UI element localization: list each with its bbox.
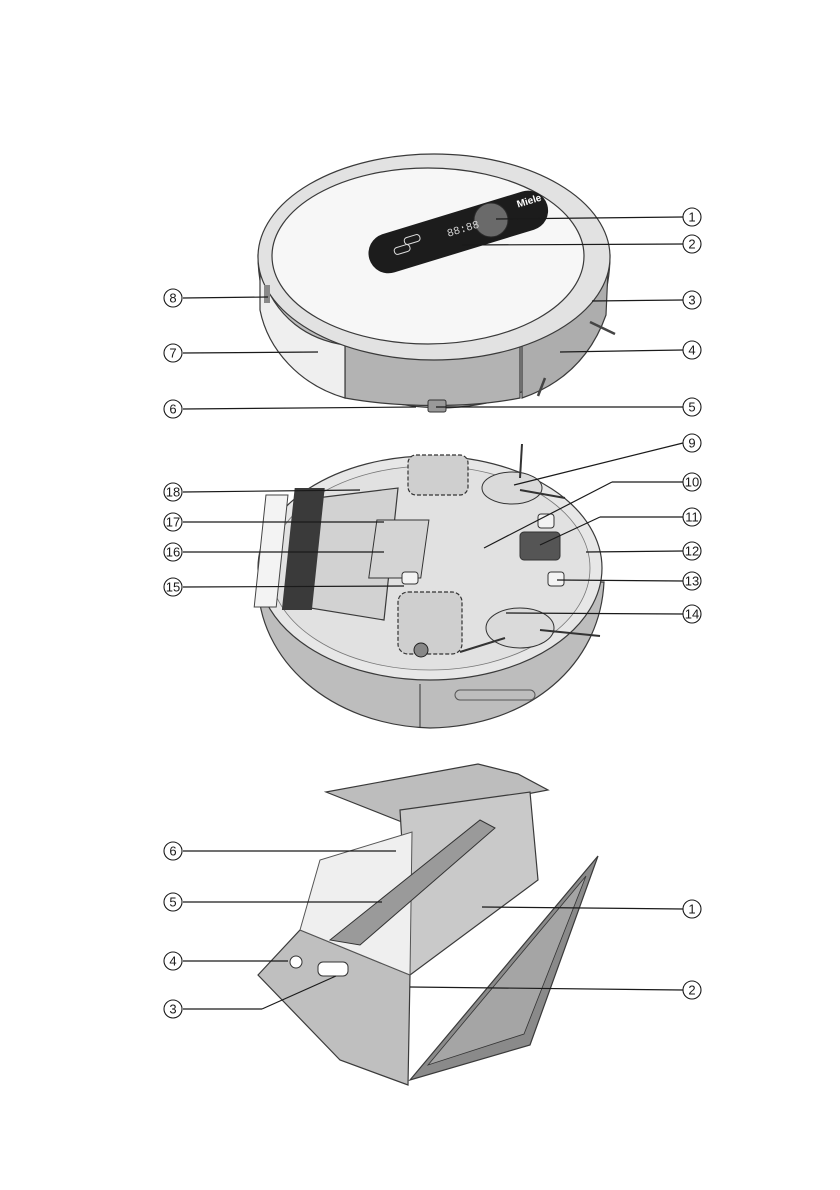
callout-15: 15 (163, 577, 405, 597)
filter-mesh (426, 875, 587, 1066)
callout-number: 14 (685, 607, 699, 622)
robot-top-view: 88:88 Miele (257, 153, 616, 413)
callout-7: 7 (163, 343, 319, 363)
side-brush-bristle (519, 443, 523, 479)
callout-number: 11 (685, 510, 699, 525)
callout-number: 4 (169, 954, 176, 969)
callout-box-5: 5 (163, 892, 382, 912)
callout-number: 18 (166, 485, 180, 500)
callout-box-4: 4 (163, 951, 288, 971)
drive-wheel-hub (413, 642, 429, 658)
callout-4: 4 (559, 340, 702, 360)
callout-9: 9 (513, 433, 702, 486)
callout-box-1: 1 (481, 899, 702, 919)
dust-container-base (257, 929, 411, 1086)
side-brush-top (481, 471, 543, 505)
callout-2: 2 (461, 234, 702, 254)
callout-number: 7 (169, 346, 176, 361)
callout-14: 14 (505, 604, 702, 624)
brush-roller-frame (253, 494, 289, 608)
side-vent (454, 689, 536, 701)
floor-sensor (401, 571, 419, 585)
callout-11: 11 (539, 507, 702, 546)
side-bumper-left (259, 269, 346, 399)
callout-16: 16 (163, 542, 384, 562)
side-brush-bristle (539, 629, 601, 637)
callout-18: 18 (163, 482, 361, 502)
robot-underside-view (253, 443, 605, 729)
castor-wheel (427, 399, 447, 413)
callout-number: 6 (169, 844, 176, 859)
callout-1: 1 (495, 207, 702, 227)
callout-number: 12 (685, 544, 699, 559)
start-button[interactable] (473, 202, 509, 238)
side-brush-bristle (536, 377, 547, 397)
release-tab[interactable] (289, 955, 303, 969)
callout-13: 13 (556, 571, 702, 591)
side-brush-bottom (485, 607, 555, 649)
callout-number: 9 (688, 436, 695, 451)
drive-wheel-top (407, 454, 469, 496)
mode-button[interactable] (403, 234, 421, 245)
dust-container-view (257, 763, 599, 1086)
callout-number: 4 (688, 343, 695, 358)
dust-container-interior (299, 831, 413, 976)
side-sensor (264, 285, 270, 303)
filter-frame[interactable] (408, 855, 599, 1082)
callout-number: 3 (169, 1002, 176, 1017)
mode-button[interactable] (393, 244, 411, 255)
callout-number: 1 (688, 210, 695, 225)
callout-box-6: 6 (163, 841, 396, 861)
callout-6: 6 (163, 399, 417, 419)
charging-contact (519, 531, 561, 561)
side-brush-bristle (459, 637, 506, 653)
callout-box-3: 3 (163, 975, 337, 1019)
callout-number: 8 (169, 291, 176, 306)
callout-number: 1 (688, 902, 695, 917)
callout-number: 2 (688, 237, 695, 252)
callout-number: 10 (685, 475, 699, 490)
callout-box-2: 2 (409, 980, 702, 1000)
drive-wheel-bottom (397, 591, 463, 655)
callout-number: 15 (166, 580, 180, 595)
callout-number: 5 (169, 895, 176, 910)
callout-8: 8 (163, 288, 269, 308)
callout-10: 10 (483, 472, 702, 549)
dust-container-handle[interactable] (328, 819, 496, 946)
floor-sensor (547, 571, 565, 587)
callout-17: 17 (163, 512, 384, 532)
callout-12: 12 (585, 541, 702, 561)
callout-number: 16 (166, 545, 180, 560)
callout-number: 6 (169, 402, 176, 417)
callout-number: 13 (685, 574, 699, 589)
callout-number: 2 (688, 983, 695, 998)
callout-5: 5 (436, 397, 702, 417)
side-brush-bristle (519, 489, 566, 499)
callout-3: 3 (591, 290, 702, 310)
battery-cover (368, 519, 430, 579)
brush-roller (281, 488, 325, 610)
callout-number: 17 (166, 515, 180, 530)
callout-number: 3 (688, 293, 695, 308)
callout-number: 5 (688, 400, 695, 415)
latch[interactable] (317, 961, 349, 977)
side-brush-bristle (589, 320, 616, 336)
